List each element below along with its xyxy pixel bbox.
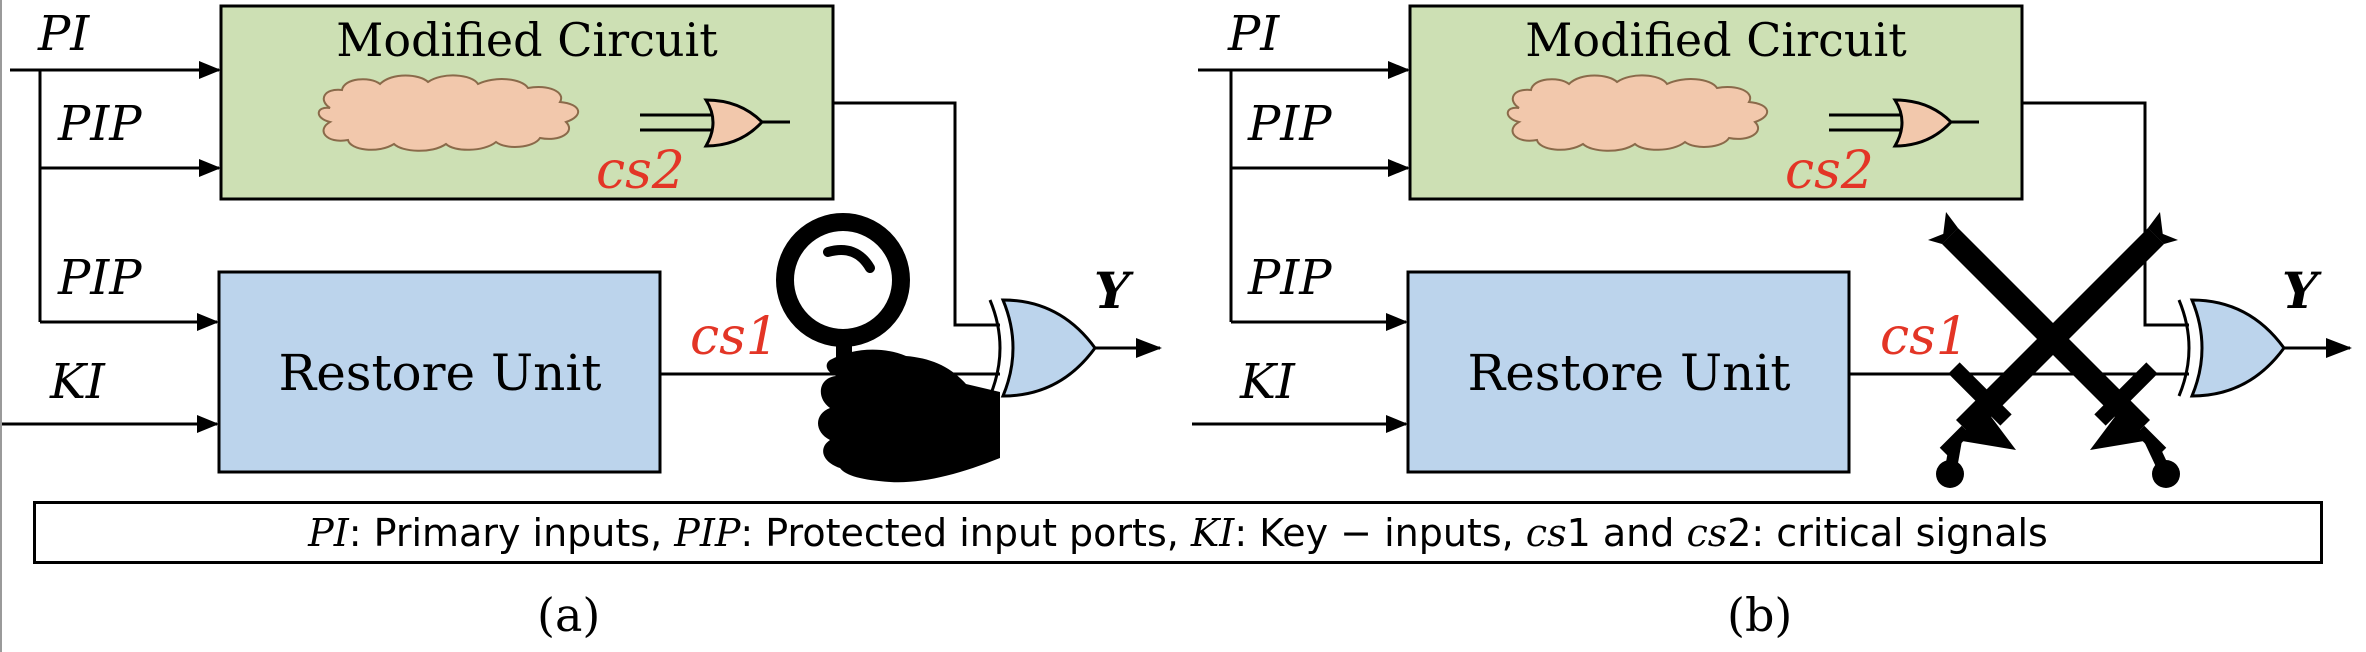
legend-cs2-num: 2 [1727,510,1752,555]
pi-label: PI [1227,6,1280,62]
xor-gate-back-curve [2177,299,2191,397]
pi-label: PI [37,6,90,62]
modified-circuit-label: Modified Circuit [1525,13,1907,67]
legend-cs2: cs [1686,510,1728,555]
pip-top-label: PIP [1247,96,1332,152]
legend-ki: KI [1190,510,1235,555]
legend-ki-desc: : Key − inputs, [1234,510,1526,555]
ki-label: KI [1239,354,1296,410]
legend-pip: PIP [674,510,741,555]
legend-cs-desc: : critical signals [1751,510,2048,555]
sublabel-b: (b) [1727,588,1793,642]
panel-b: Modified Circuit cs2 Restore Unit PI PIP… [1192,4,2352,488]
pip-bottom-label: PIP [57,250,142,306]
restore-unit-box [1406,270,1851,474]
legend-cs1: cs [1525,510,1567,555]
legend-pip-desc: : Protected input ports, [740,510,1191,555]
cs1-label: cs1 [690,307,779,367]
legend-and: and [1590,510,1687,555]
xor-gate-back-curve [988,299,1002,397]
logic-cloud-icon [1506,74,1768,152]
logic-cloud-icon [317,74,579,152]
or-gate-icon [703,98,765,148]
sublabel-a: (a) [537,588,601,642]
cs1-label: cs1 [1880,307,1969,367]
ki-label: KI [49,354,106,410]
output-y-label: Y [1094,261,1134,320]
magnifier-hand-icon [776,213,1000,483]
cs2-label: cs2 [596,141,685,201]
xor-gate-icon [1000,298,1097,398]
or-gate-icon [1892,98,1954,148]
restore-unit-box [217,270,662,474]
pip-bottom-label: PIP [1247,250,1332,306]
legend-box: PI : Primary inputs, PIP : Protected inp… [33,501,2323,564]
restore-unit-label: Restore Unit [279,344,602,402]
modified-circuit-label: Modified Circuit [336,13,718,67]
legend-pi: PI [308,510,349,555]
output-y-label: Y [2282,261,2322,320]
restore-unit-label: Restore Unit [1468,344,1791,402]
xor-gate-icon [2189,298,2286,398]
pip-top-label: PIP [57,96,142,152]
panel-a: Modified Circuit cs2 Restore Unit PI PIP… [0,4,1162,483]
legend-pi-desc: : Primary inputs, [348,510,675,555]
legend-cs1-num: 1 [1566,510,1591,555]
cs2-label: cs2 [1785,141,1874,201]
crossed-swords-icon [1928,212,2180,488]
